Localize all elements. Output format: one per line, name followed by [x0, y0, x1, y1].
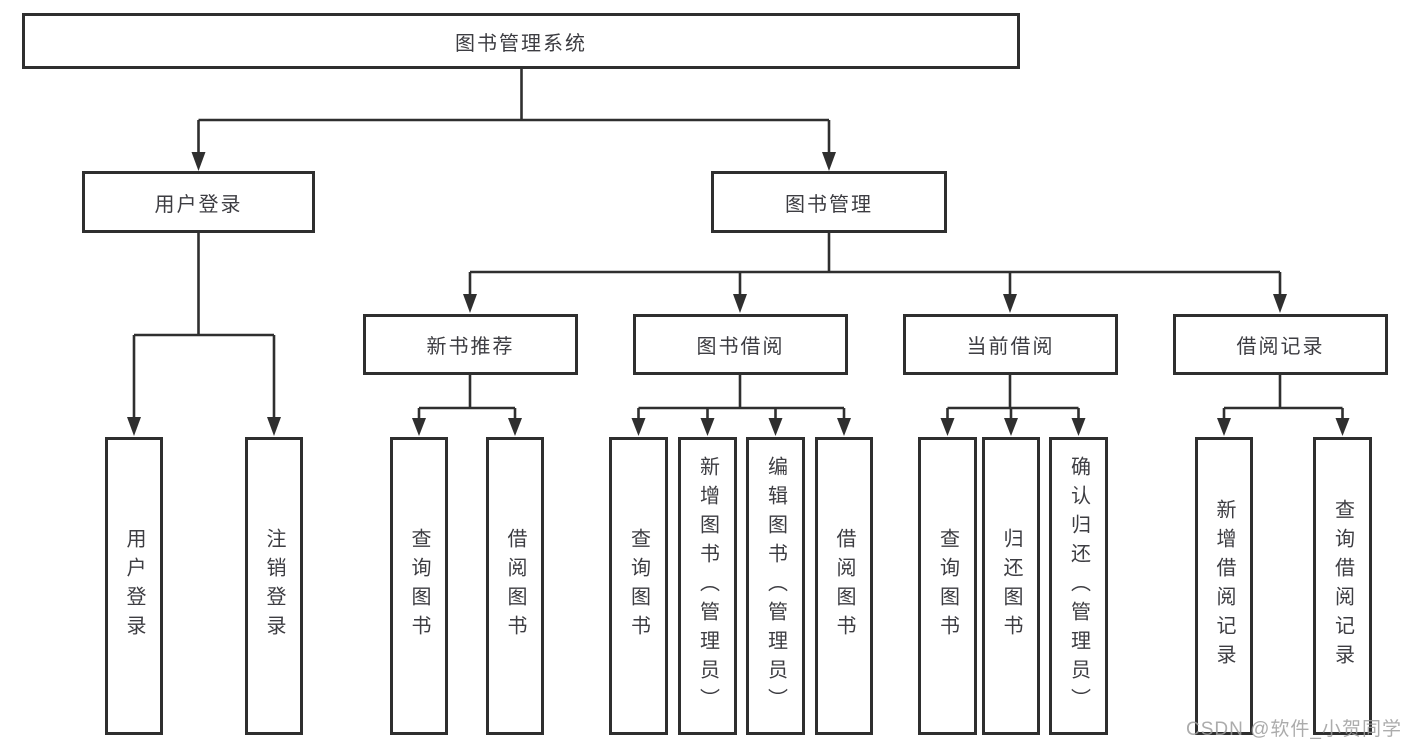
node-current-borrowing: 当前借阅: [903, 314, 1118, 375]
leaf-edit-book-admin: 编辑图书（管理员）: [746, 437, 805, 735]
leaf-borrow-books-borrow: 借阅图书: [815, 437, 873, 735]
node-label: 新书推荐: [426, 336, 515, 358]
leaf-query-books-recommend: 查询图书: [390, 437, 448, 735]
leaf-label: 归还图书: [1000, 528, 1022, 644]
leaf-label: 新增图书（管理员）: [696, 455, 719, 717]
watermark: CSDN @软件_小贺同学: [1186, 719, 1402, 740]
leaf-user-login: 用户登录: [105, 437, 163, 735]
leaf-label: 借阅图书: [504, 528, 526, 644]
leaf-logout: 注销登录: [245, 437, 303, 735]
leaf-label: 确认归还（管理员）: [1067, 455, 1090, 717]
leaf-return-books: 归还图书: [982, 437, 1040, 735]
node-label: 图书管理: [785, 193, 873, 216]
node-label: 当前借阅: [966, 336, 1055, 358]
leaf-label: 查询图书: [408, 528, 430, 644]
leaf-label: 查询图书: [627, 528, 650, 644]
leaf-label: 注销登录: [263, 528, 285, 644]
node-label: 借阅记录: [1236, 336, 1325, 358]
node-label: 图书借阅: [696, 336, 785, 358]
leaf-query-books-current: 查询图书: [918, 437, 977, 735]
leaf-label: 查询借阅记录: [1331, 499, 1354, 673]
leaf-label: 用户登录: [123, 528, 145, 644]
leaf-label: 借阅图书: [833, 528, 855, 644]
leaf-add-borrow-record: 新增借阅记录: [1195, 437, 1253, 735]
node-borrowing-records: 借阅记录: [1173, 314, 1388, 375]
leaf-label: 编辑图书（管理员）: [764, 455, 787, 717]
leaf-query-books-borrow: 查询图书: [609, 437, 668, 735]
leaf-query-borrow-record: 查询借阅记录: [1313, 437, 1372, 735]
node-book-borrowing: 图书借阅: [633, 314, 848, 375]
leaf-add-book-admin: 新增图书（管理员）: [678, 437, 737, 735]
node-label: 图书管理系统: [455, 32, 587, 55]
node-user-login: 用户登录: [82, 171, 315, 233]
node-book-management: 图书管理: [711, 171, 947, 233]
node-new-book-recommendation: 新书推荐: [363, 314, 578, 375]
leaf-label: 新增借阅记录: [1213, 499, 1235, 673]
leaf-borrow-books-recommend: 借阅图书: [486, 437, 544, 735]
node-library-management-system: 图书管理系统: [22, 13, 1020, 69]
node-label: 用户登录: [154, 193, 243, 216]
leaf-label: 查询图书: [936, 528, 959, 644]
leaf-confirm-return-admin: 确认归还（管理员）: [1049, 437, 1108, 735]
